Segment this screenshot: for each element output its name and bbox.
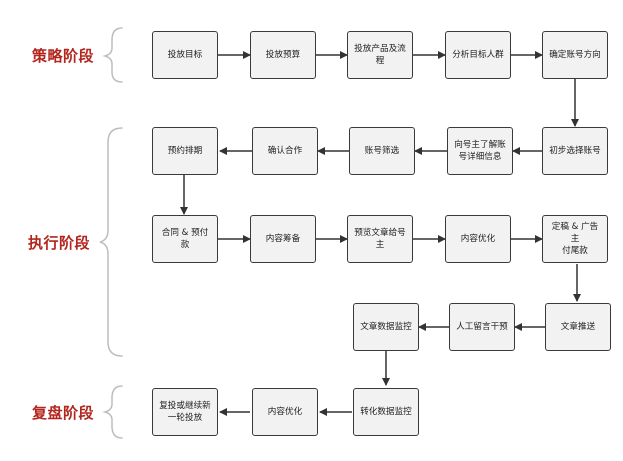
step-account-screening: 账号筛选 [349, 127, 415, 175]
step-article-data-monitor: 文章数据监控 [353, 303, 419, 351]
step-content-prep: 内容筹备 [250, 215, 316, 263]
step-launch-budget: 投放预算 [250, 31, 316, 79]
step-content-optimize: 内容优化 [445, 215, 511, 263]
brace-strategy [102, 27, 123, 83]
step-contract-prepay: 合同 & 预付款 [152, 215, 218, 263]
brace-execution [99, 127, 123, 357]
step-finalize-pay: 定稿 & 广告主 付尾款 [542, 215, 608, 263]
step-product-process: 投放产品及流 程 [347, 31, 413, 79]
step-preview-article: 预览文章给号 主 [347, 215, 413, 263]
step-account-details: 向号主了解账 号详细信息 [447, 127, 513, 175]
step-confirm-cooperation: 确认合作 [252, 127, 318, 175]
step-comment-intervention: 人工留言干预 [449, 303, 515, 351]
step-relaunch: 复投或继续新 一轮投放 [152, 388, 218, 436]
step-book-schedule: 预约排期 [152, 127, 218, 175]
phase-strategy-label: 策略阶段 [32, 47, 95, 65]
step-initial-account-select: 初步选择账号 [542, 127, 608, 175]
step-conversion-monitor: 转化数据监控 [353, 388, 419, 436]
step-review-content-optimize: 内容优化 [252, 388, 318, 436]
phase-execution-label: 执行阶段 [28, 234, 91, 252]
step-analyze-audience: 分析目标人群 [445, 31, 511, 79]
step-launch-goal: 投放目标 [152, 31, 218, 79]
phase-review-label: 复盘阶段 [32, 404, 95, 422]
step-account-direction: 确定账号方向 [542, 31, 608, 79]
brace-review [102, 385, 123, 439]
step-article-push: 文章推送 [545, 303, 611, 351]
